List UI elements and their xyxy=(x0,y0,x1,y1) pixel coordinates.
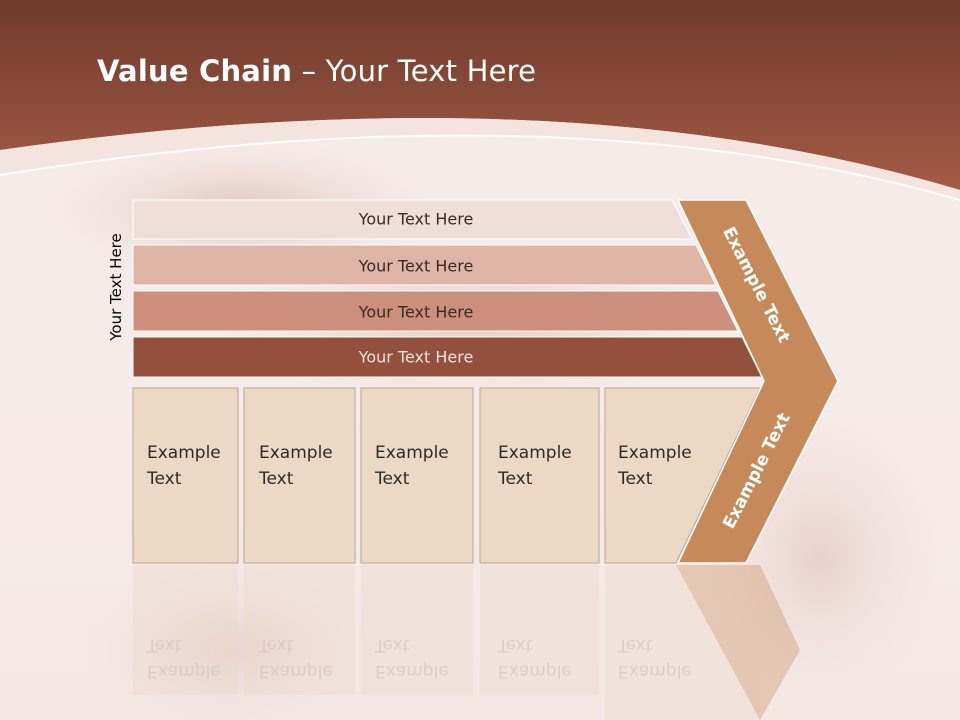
header-curve-highlight xyxy=(0,118,960,200)
column-5-reflection: Example Text xyxy=(618,635,692,681)
column-1-shape xyxy=(132,387,239,564)
column-4-shape xyxy=(479,387,600,564)
chevron-shape xyxy=(676,199,839,564)
column-2-label: Example Text xyxy=(259,443,333,489)
band-3-shape xyxy=(132,290,739,332)
column-3-shape xyxy=(360,387,474,564)
column-4-reflection: Example Text xyxy=(498,635,572,681)
band-1-label: Your Text Here xyxy=(358,209,474,229)
band-3-label: Your Text Here xyxy=(358,302,474,322)
header-band xyxy=(0,0,960,190)
column-2-shape xyxy=(243,387,356,564)
column-1-label: Example Text xyxy=(147,443,221,489)
side-label-text: Your Text Here xyxy=(107,233,125,341)
band-2-shape xyxy=(132,244,717,286)
column-2-reflection: Example Text xyxy=(259,635,333,681)
column-4-label: Example Text xyxy=(498,443,572,489)
title-bold: Value Chain xyxy=(97,54,293,88)
column-3-reflection: Example Text xyxy=(375,635,449,681)
slide-title: Value Chain – Your Text Here xyxy=(97,54,536,88)
title-rest: – Your Text Here xyxy=(292,54,537,88)
column-5-shape xyxy=(604,387,761,564)
column-3-label: Example Text xyxy=(375,443,449,489)
band-2-label: Your Text Here xyxy=(358,256,474,276)
band-4-label: Your Text Here xyxy=(358,347,474,367)
band-1-shape xyxy=(132,199,693,240)
column-5-label: Example Text xyxy=(618,443,692,489)
column-1-reflection: Example Text xyxy=(147,635,221,681)
